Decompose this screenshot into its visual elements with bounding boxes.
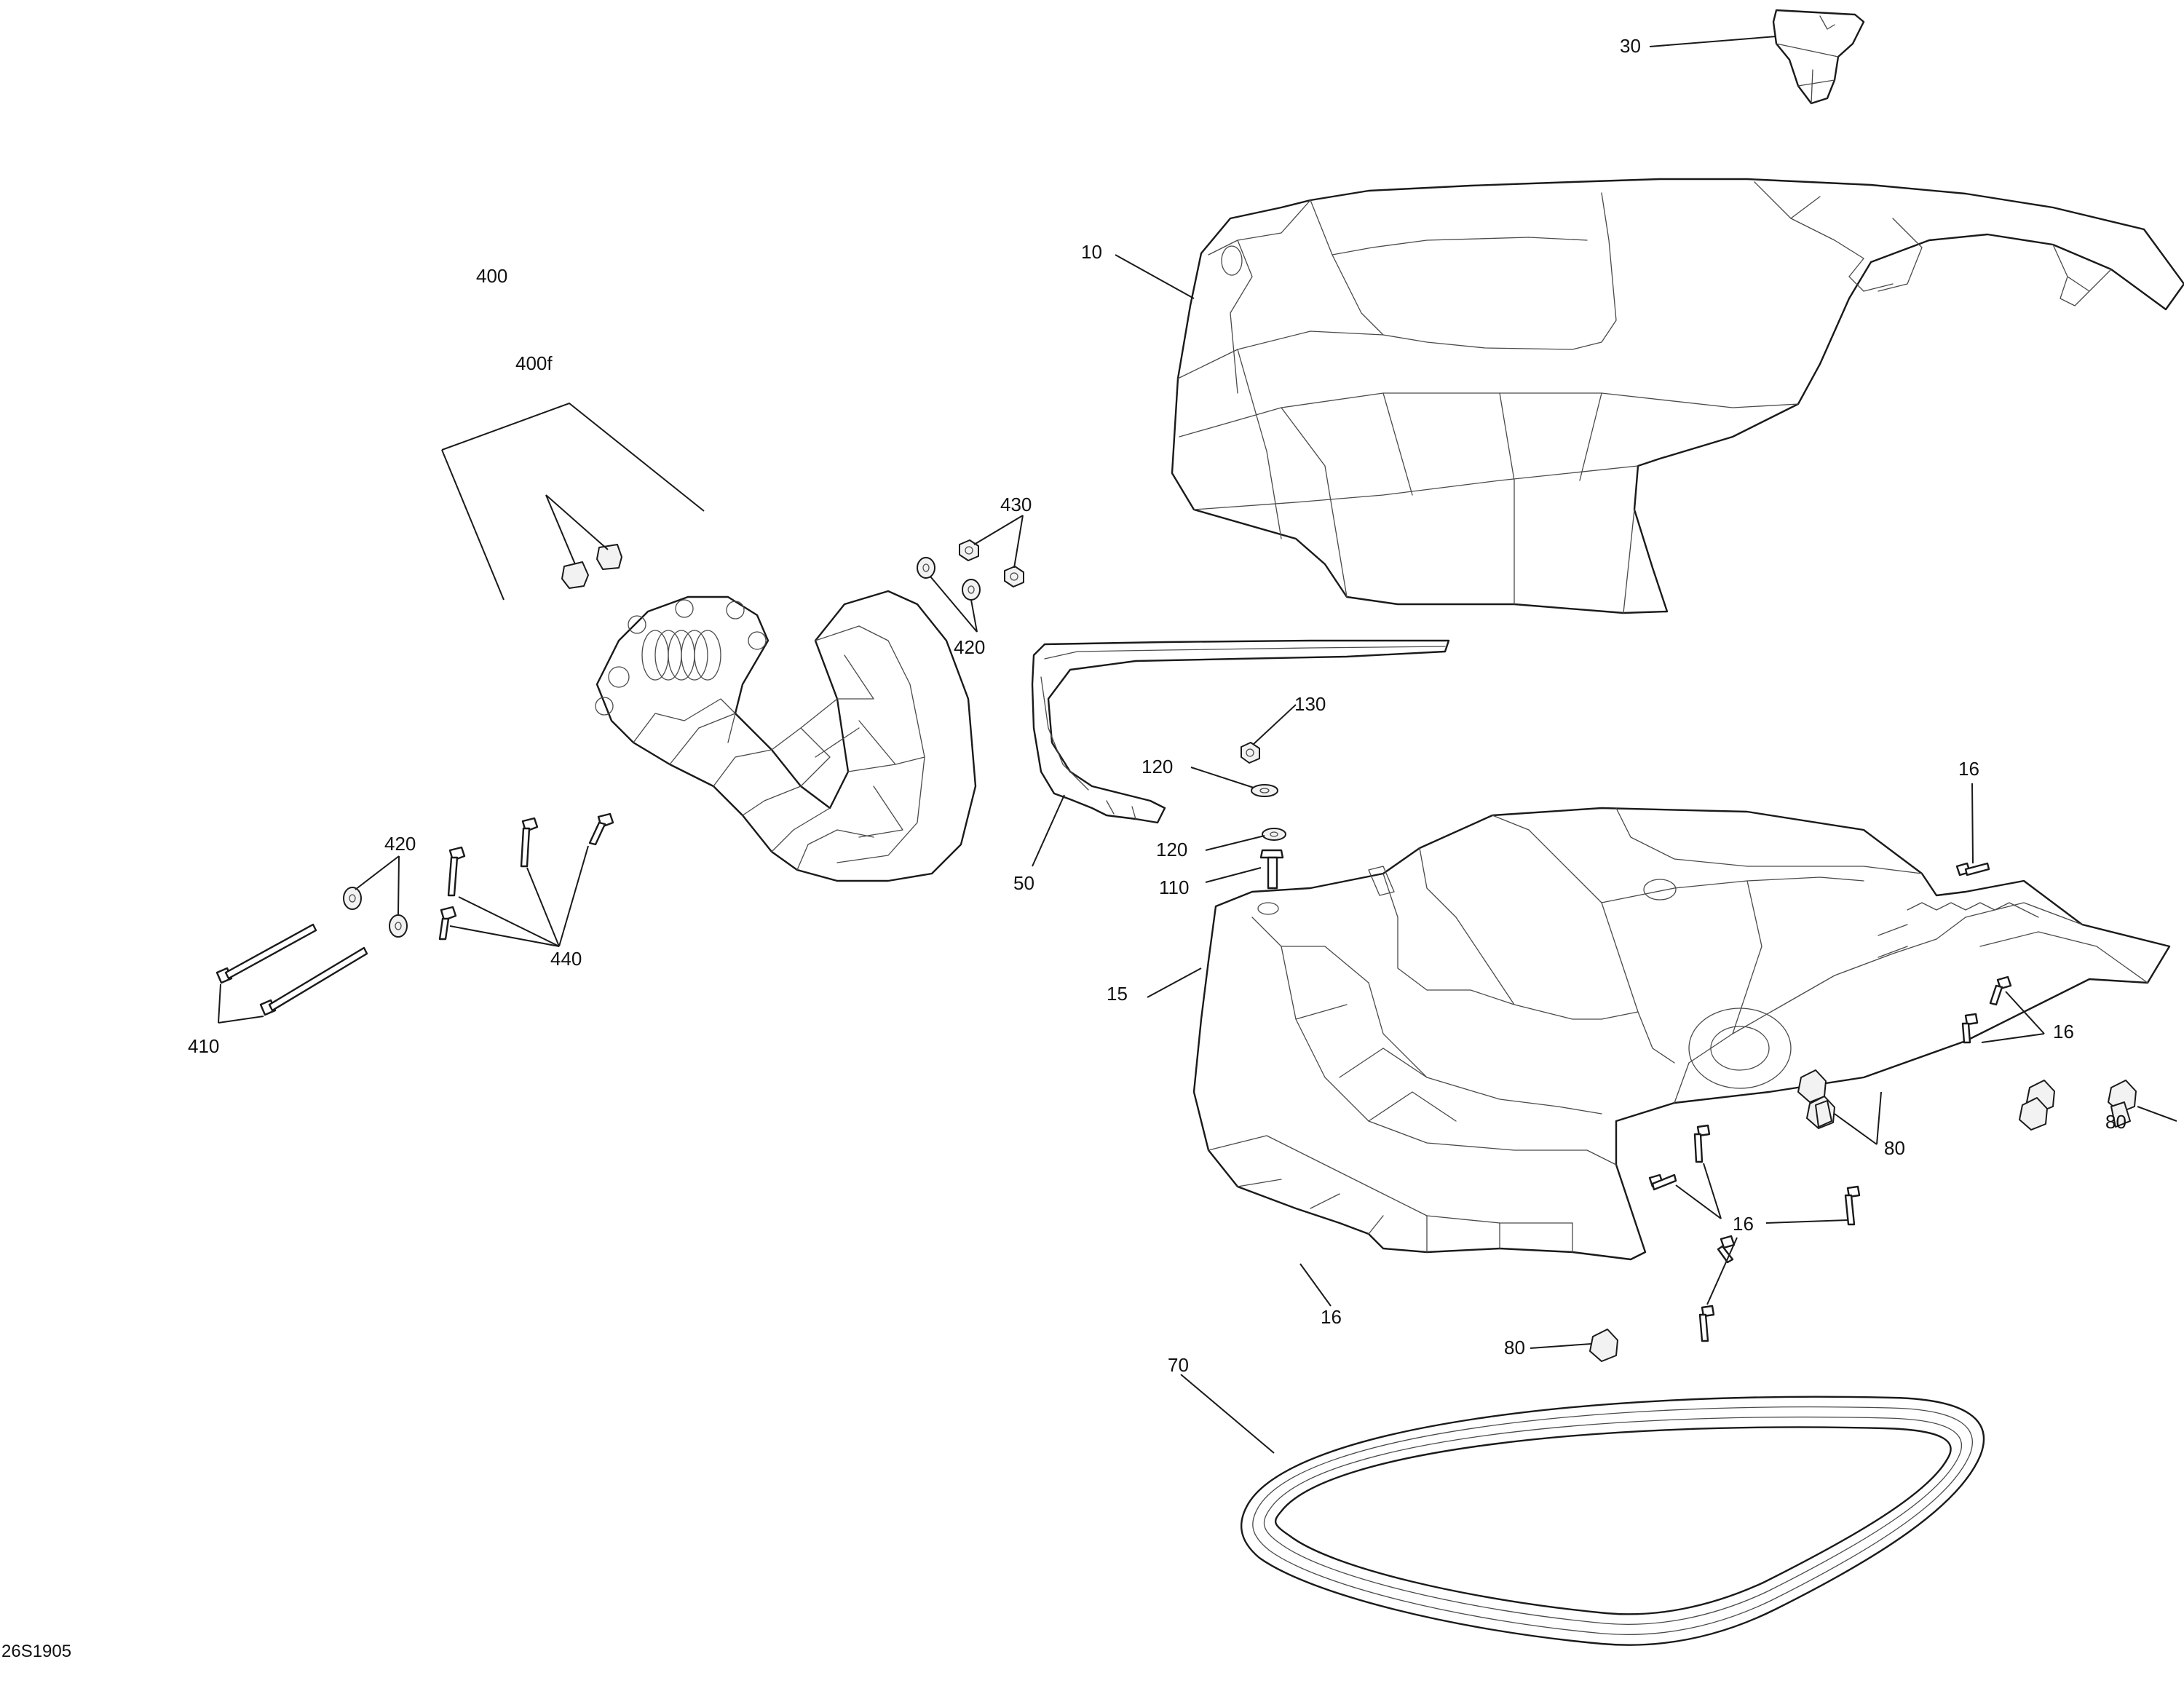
- callout-70: 70: [1168, 1354, 1189, 1376]
- callout-16-bottom: 16: [1321, 1306, 1342, 1328]
- callout-30: 30: [1620, 35, 1641, 57]
- callout-16-right: 16: [2053, 1021, 2074, 1042]
- callout-15: 15: [1107, 983, 1128, 1005]
- callout-400: 400: [476, 265, 507, 287]
- part-420-washers-top: [917, 557, 981, 601]
- part-410-bolts: [215, 923, 368, 1016]
- callout-80-c: 80: [1504, 1337, 1525, 1358]
- callout-130: 130: [1294, 693, 1326, 715]
- callout-420-top: 420: [954, 636, 985, 658]
- part-15-tub: [1192, 807, 2171, 1261]
- callout-16-top: 16: [1958, 758, 1979, 780]
- part-440-bolts: [438, 812, 614, 941]
- part-10-cover: [1171, 178, 2184, 614]
- part-420-washers-left: [343, 887, 408, 938]
- callout-80-b: 80: [2105, 1111, 2126, 1133]
- part-110-bolt: [1259, 849, 1284, 890]
- callout-430: 430: [1000, 494, 1032, 515]
- spring: [641, 630, 721, 681]
- part-16-screws: [1648, 862, 2012, 1342]
- callout-110: 110: [1159, 876, 1189, 898]
- callout-440: 440: [550, 948, 582, 970]
- callout-50: 50: [1013, 872, 1034, 894]
- callout-410: 410: [188, 1035, 219, 1057]
- callout-labels: 30 10 400 400f 430 420 130 120 120 110 5…: [1, 35, 2126, 1661]
- part-120-washers: [1251, 784, 1286, 841]
- leader-lines: [218, 36, 2177, 1454]
- part-400f-caps: [561, 544, 622, 589]
- part-430-nuts: [959, 539, 1024, 587]
- callout-120-b: 120: [1156, 839, 1187, 860]
- part-400-bracket: [595, 590, 977, 882]
- part-30-clip: [1772, 9, 1865, 105]
- callout-10: 10: [1081, 241, 1102, 263]
- callout-400f: 400f: [515, 352, 553, 374]
- part-70-gasket: [1240, 1396, 1985, 1646]
- callout-120-a: 120: [1142, 756, 1173, 777]
- part-80-clips: [1589, 1069, 2137, 1362]
- part-50-trim: [1031, 639, 1450, 824]
- callout-16-mid: 16: [1733, 1213, 1754, 1235]
- callout-420-left: 420: [384, 833, 416, 855]
- part-130-nut: [1241, 742, 1260, 764]
- callout-80-a: 80: [1884, 1137, 1905, 1159]
- diagram-code: 26S1905: [1, 1642, 71, 1661]
